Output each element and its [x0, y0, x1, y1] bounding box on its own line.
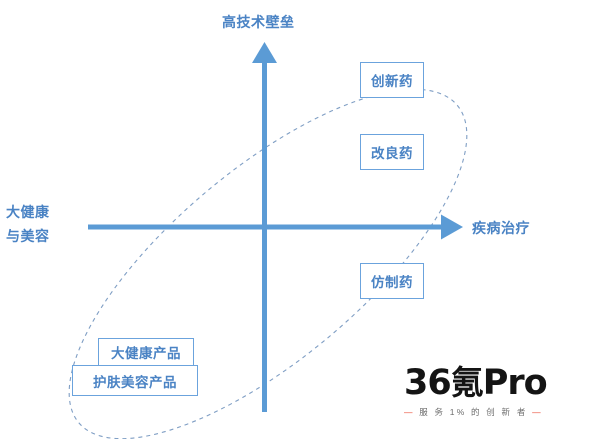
brand-logo-tagline: — 服 务 1% 的 创 新 者 — [404, 406, 570, 418]
brand-logo-suffix: Pro [482, 363, 548, 403]
axis-label-left: 大健康 与美容 [6, 200, 50, 248]
brand-logo: 36氪Pro — 服 务 1% 的 创 新 者 — [404, 364, 570, 420]
brand-logo-number: 36 [404, 363, 452, 403]
trend-ellipse [68, 88, 468, 439]
horizontal-axis [88, 214, 463, 240]
tagline-dash-right: — [532, 407, 543, 417]
category-box-improved-drug[interactable]: 改良药 [360, 134, 424, 170]
axis-label-left-line2: 与美容 [6, 228, 50, 244]
brand-logo-cn-character: 氪 [450, 363, 484, 402]
brand-logo-wordmark: 36氪Pro [404, 363, 570, 403]
axis-label-right: 疾病治疗 [472, 220, 530, 236]
category-box-health-products[interactable]: 大健康产品 [98, 338, 194, 366]
vertical-axis [252, 42, 277, 412]
axis-label-left-line1: 大健康 [6, 204, 50, 220]
tagline-text: 服 务 1% 的 创 新 者 [419, 407, 528, 417]
category-box-skincare-beauty-products[interactable]: 护肤美容产品 [72, 365, 198, 396]
category-box-generic-drug[interactable]: 仿制药 [360, 263, 424, 299]
axis-label-top: 高技术壁垒 [222, 14, 295, 30]
category-box-innovative-drug[interactable]: 创新药 [360, 62, 424, 98]
tagline-dash-left: — [404, 407, 415, 417]
